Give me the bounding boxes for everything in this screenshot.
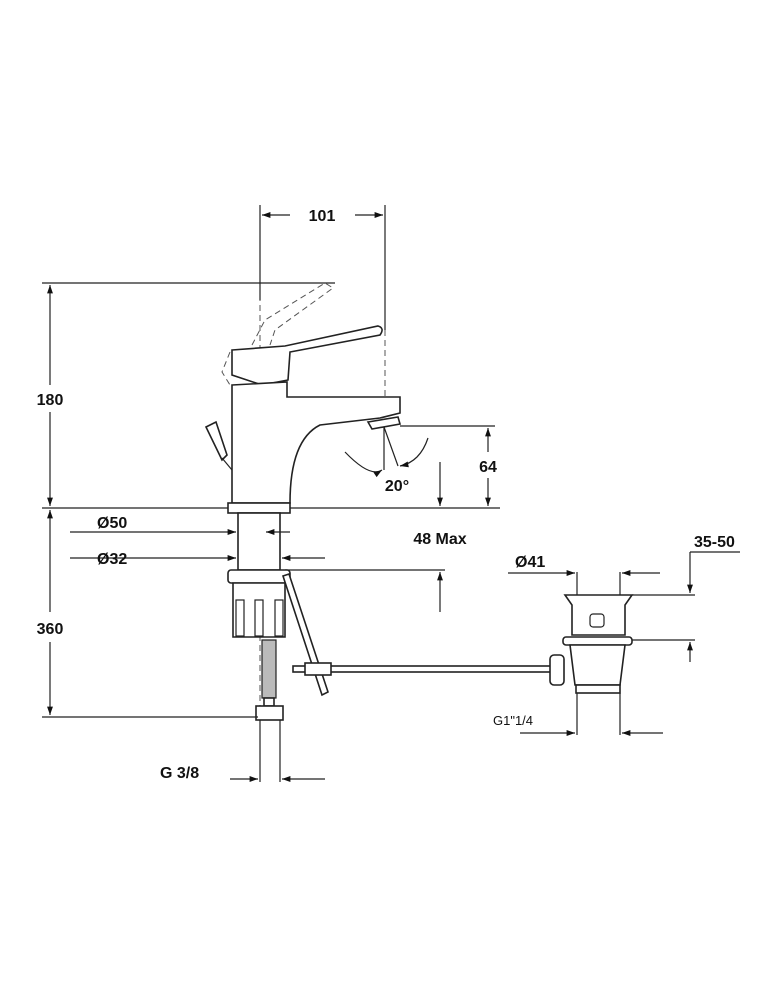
dimension-waste-diameter: Ø41	[508, 554, 660, 595]
dimension-spout-height: 64	[400, 425, 497, 506]
dimension-hole-diameter: Ø32	[70, 551, 325, 568]
label-hole-diameter: Ø32	[97, 551, 127, 568]
label-spout-reach: 101	[309, 208, 336, 225]
swivel-angle-indicator: 20°	[344, 426, 429, 495]
mounting-assembly	[227, 569, 329, 782]
label-swivel-angle: 20°	[385, 478, 409, 495]
flexible-hose	[261, 639, 277, 699]
label-under-deck-length: 360	[37, 621, 64, 638]
label-waste-diameter: Ø41	[515, 554, 545, 571]
label-waste-range: 35-50	[694, 534, 735, 551]
dimension-spout-reach: 101	[259, 205, 386, 330]
label-base-diameter: Ø50	[97, 515, 127, 532]
label-waste-thread: G1"1/4	[493, 713, 533, 728]
dimension-under-deck-length: 360	[37, 510, 258, 718]
pop-up-rod	[292, 662, 554, 676]
dimension-deck-thickness: 48 Max	[285, 462, 467, 612]
label-total-height: 180	[37, 392, 64, 409]
dimension-waste-range: 35-50	[632, 534, 740, 662]
dimension-inlet-thread: G 3/8	[160, 765, 325, 782]
pop-up-waste	[549, 594, 634, 735]
label-deck-thickness: 48 Max	[413, 531, 466, 548]
faucet-body	[204, 282, 402, 571]
dimension-waste-thread: G1"1/4	[493, 713, 663, 736]
label-inlet-thread: G 3/8	[160, 765, 199, 782]
label-spout-height: 64	[479, 459, 497, 476]
dimension-base-diameter: Ø50	[70, 515, 290, 535]
